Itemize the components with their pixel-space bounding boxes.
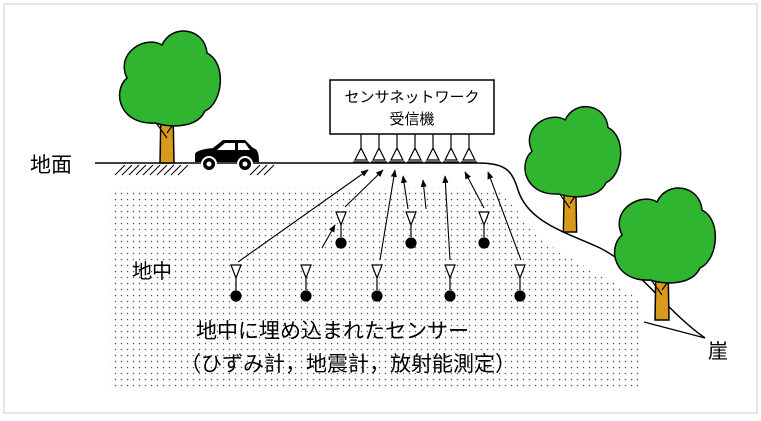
receiver-antenna-array — [353, 134, 477, 163]
tree-icon — [524, 105, 622, 233]
caption-line1: 地中に埋め込まれたセンサー — [196, 319, 469, 343]
sensor-node-icon — [300, 264, 312, 302]
sensor-node-icon — [335, 211, 347, 249]
sensor-node-icon — [230, 264, 242, 302]
underground-label: 地中 — [132, 259, 172, 283]
underground-region — [110, 188, 640, 390]
arrow — [379, 169, 397, 261]
arrow — [487, 171, 522, 261]
ground-label: 地面 — [30, 153, 72, 177]
receiver-line2: 受信機 — [389, 110, 434, 128]
sensor-node-icon — [514, 264, 526, 302]
transmission-arrows — [237, 169, 522, 263]
receiver-box — [329, 79, 495, 135]
ground-hatching — [114, 164, 275, 176]
car-icon — [195, 140, 259, 172]
sensor-node-icon — [405, 211, 417, 249]
sensor-node-icon — [444, 264, 456, 302]
cliff-pointer-line — [643, 321, 706, 339]
receiver-line1: センサネットワーク — [344, 88, 479, 106]
sensor-node-icon — [371, 264, 383, 302]
arrow — [321, 224, 336, 249]
caption-line2: （ひずみ計，地震計，放射能測定） — [180, 352, 516, 376]
outer-border — [3, 3, 758, 414]
arrow — [344, 169, 384, 208]
arrow — [464, 171, 485, 209]
tree-icon — [118, 30, 222, 164]
arrow — [237, 169, 369, 263]
arrow — [400, 175, 409, 210]
arrow — [420, 179, 427, 210]
sensor-node-icon — [478, 211, 490, 249]
sensor-nodes — [230, 211, 526, 302]
arrow — [442, 175, 451, 261]
cliff-label: 崖 — [708, 339, 728, 363]
